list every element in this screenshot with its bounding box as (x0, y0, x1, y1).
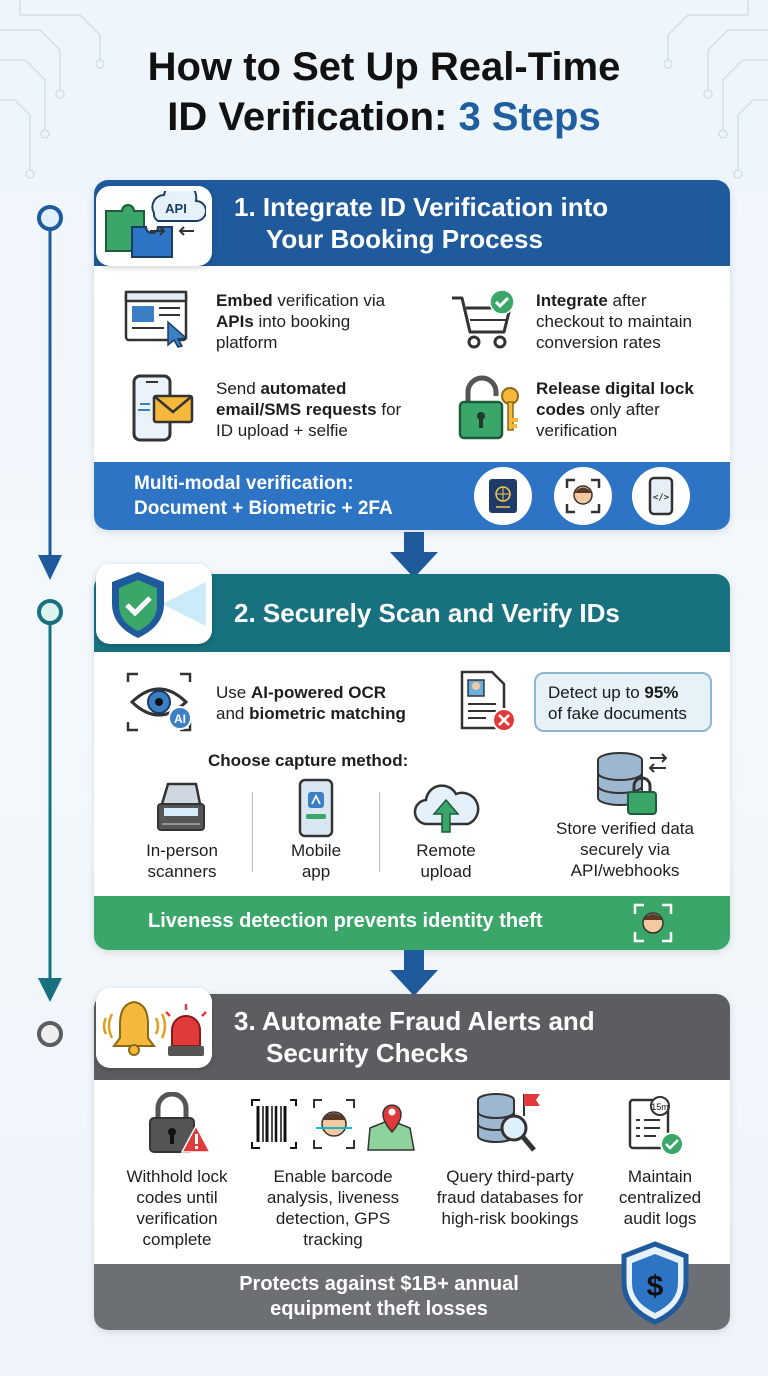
audit-log-icon: 15m (628, 1096, 684, 1156)
svg-text:$: $ (647, 1270, 664, 1303)
svg-text:15m: 15m (651, 1102, 669, 1112)
step-2-badge (96, 564, 212, 644)
dollar-shield-icon: $ (621, 1241, 689, 1325)
timeline-dot-1 (37, 205, 63, 231)
title-accent: 3 Steps (458, 95, 601, 139)
database-lock-icon (597, 752, 668, 815)
page-title: How to Set Up Real-Time ID Verification:… (0, 42, 768, 142)
face-scan-icon (554, 467, 612, 525)
step-1-item-send: Send automated email/SMS requests for ID… (216, 379, 402, 440)
face-scan-icon (633, 903, 673, 943)
svg-text:</>: </> (653, 493, 670, 503)
title-main: ID Verification: (167, 95, 459, 139)
lock-key-icon (458, 375, 519, 440)
title-line-1: How to Set Up Real-Time (147, 45, 621, 89)
alarm-bell-siren-icon (102, 1000, 207, 1056)
mobile-app-icon (298, 778, 334, 838)
scanner-icon (157, 782, 205, 831)
step-3-footer: Protects against $1B+ annual equipment t… (94, 1264, 730, 1330)
step-1-item-integrate: Integrate after checkout to maintain con… (536, 291, 692, 352)
passport-icon (474, 467, 532, 525)
eye-ai-icon: AI (126, 672, 192, 732)
timeline-arrow-2 (38, 978, 62, 1002)
step-3-heading-line-2: Security Checks (266, 1038, 469, 1068)
step-arrow-1 (390, 532, 438, 578)
timeline (37, 205, 63, 1047)
step-2-footer: Liveness detection prevents identity the… (94, 896, 730, 950)
svg-text:AI: AI (174, 712, 186, 726)
browser-cursor-icon (124, 290, 188, 348)
step-arrow-2 (390, 950, 438, 996)
circuit-decoration-left (0, 0, 105, 179)
step-1-footer-line-2: Document + Biometric + 2FA (134, 498, 393, 519)
step-3-heading: 3. Automate Fraud Alerts and Security Ch… (234, 994, 716, 1080)
timeline-dot-3 (37, 1021, 63, 1047)
phone-code-icon: </> (632, 467, 690, 525)
puzzle-api-icon: API (105, 191, 206, 258)
svg-text:API: API (165, 201, 187, 216)
circuit-decoration-right (663, 0, 768, 179)
step-2-heading: 2. Securely Scan and Verify IDs (234, 598, 620, 628)
database-search-icon (477, 1093, 540, 1152)
detect-callout: Detect up to 95% of fake documents (534, 672, 712, 732)
step-3-heading-line-1: 3. Automate Fraud Alerts and (234, 1006, 595, 1036)
step-1-heading-line-2: Your Booking Process (266, 224, 543, 254)
step-1-heading: 1. Integrate ID Verification into Your B… (234, 180, 716, 266)
cart-check-icon (452, 289, 515, 349)
shield-check-scan-icon (112, 572, 206, 638)
title-line-2: ID Verification: 3 Steps (0, 92, 768, 142)
step-2-footer-text: Liveness detection prevents identity the… (148, 910, 543, 932)
step-1-footer: Multi-modal verification: Document + Bio… (94, 462, 730, 530)
step-3-footer-text: Protects against $1B+ annual equipment t… (239, 1273, 519, 1320)
step-1-heading-line-1: 1. Integrate ID Verification into (234, 192, 609, 222)
document-reject-icon (460, 670, 516, 732)
capture-divider-1 (252, 792, 253, 872)
step-1-item-embed: Embed verification via APIs into booking… (216, 291, 386, 352)
phone-mail-icon (132, 374, 194, 442)
step-2-ocr-text: Use AI-powered OCR and biometric matchin… (216, 683, 406, 723)
step-1-badge: API (96, 186, 212, 266)
step-1-item-release: Release digital lock codes only after ve… (536, 379, 694, 440)
timeline-dot-2 (37, 599, 63, 625)
lock-warning-icon (149, 1092, 212, 1153)
cloud-upload-icon (413, 784, 480, 833)
capture-method-label: Choose capture method: (208, 751, 409, 770)
step-1-footer-line-1: Multi-modal verification: (134, 473, 354, 494)
capture-divider-2 (379, 792, 380, 872)
step-3-badge (96, 988, 212, 1068)
timeline-arrow-1 (38, 555, 62, 580)
barcode-face-map-icon (251, 1099, 415, 1151)
